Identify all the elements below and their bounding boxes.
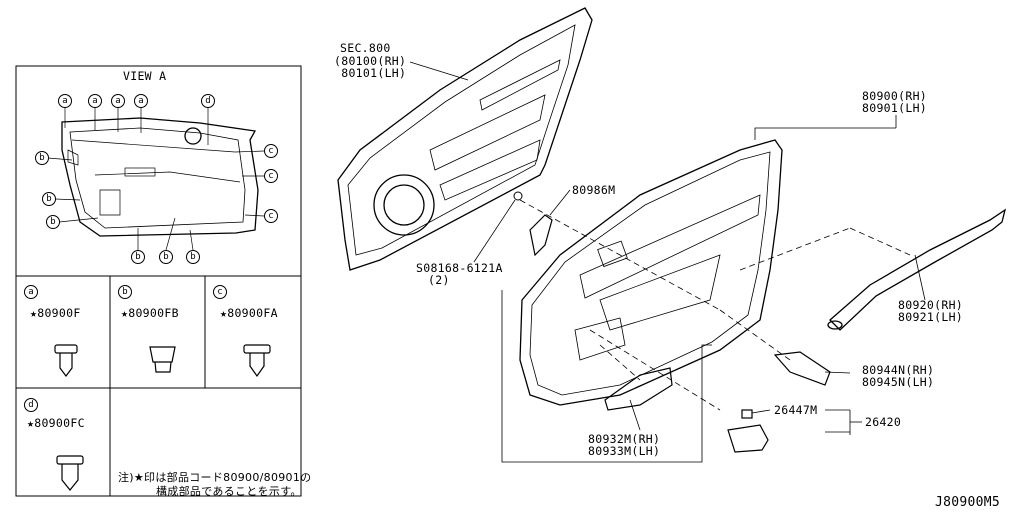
p26447m-label: 26447M xyxy=(774,403,818,417)
clip-80986m xyxy=(529,214,553,257)
p80101-lh-label: 80101(LH) xyxy=(334,66,407,80)
view-a-leaders xyxy=(47,107,265,251)
p80933m-lh-label: 80933M(LH) xyxy=(588,444,661,458)
view-a-trim-outline xyxy=(61,117,259,237)
view-a-callout-b-2: b xyxy=(42,192,56,206)
view-a-callout-c-2: c xyxy=(264,169,278,183)
screw xyxy=(513,191,523,201)
view-a-frame xyxy=(15,65,302,497)
p80944n-rh-label: 80944N(RH) xyxy=(862,363,935,377)
view-a-callout-b-6: b xyxy=(186,250,200,264)
p80901-lh-label: 80901(LH) xyxy=(862,101,928,115)
weatherstrip-molding xyxy=(827,208,1007,331)
bracket-80944n xyxy=(773,351,831,386)
clip-c-letter: c xyxy=(213,285,227,299)
screw-qty-label: (2) xyxy=(428,273,450,287)
p80986m-label: 80986M xyxy=(572,183,616,197)
clip-a-letter: a xyxy=(24,285,38,299)
clip-a-drawing xyxy=(54,344,78,377)
clip-d-part: ★80900FC xyxy=(27,416,85,430)
p80945n-lh-label: 80945N(LH) xyxy=(862,375,935,389)
p80100-rh-label: (80100(RH) xyxy=(334,54,407,68)
clip-b-letter: b xyxy=(118,285,132,299)
view-a-callout-a-1: a xyxy=(58,94,72,108)
door-trim-panel xyxy=(519,139,783,406)
p80900-rh-label: 80900(RH) xyxy=(862,89,928,103)
view-a-callout-a-4: a xyxy=(134,94,148,108)
view-a-callout-b-1: b xyxy=(35,151,49,165)
view-a-callout-c-1: c xyxy=(264,144,278,158)
diagram-id: J80900M5 xyxy=(935,495,1001,510)
sec-800-label: SEC.800 xyxy=(340,41,391,55)
view-a-callout-b-4: b xyxy=(131,250,145,264)
note-line-2: 構成部品であることを示す。 xyxy=(156,485,302,498)
p80932m-rh-label: 80932M(RH) xyxy=(588,432,661,446)
leader-lines xyxy=(473,189,926,435)
view-a-callout-d: d xyxy=(201,94,215,108)
p80921-lh-label: 80921(LH) xyxy=(898,310,964,324)
clip-b-drawing xyxy=(149,346,176,373)
clip-c-part: ★80900FA xyxy=(220,306,278,320)
note-line-1: 注)★印は部品コード80900/80901の xyxy=(118,471,312,484)
clip-a-part: ★80900F xyxy=(30,306,81,320)
view-a-callout-a-3: a xyxy=(111,94,125,108)
view-a-callout-b-5: b xyxy=(159,250,173,264)
power-window-switch xyxy=(727,409,769,453)
p26420-label: 26420 xyxy=(865,415,902,429)
view-a-callout-c-3: c xyxy=(264,209,278,223)
door-inner-panel xyxy=(337,7,593,271)
dashed-lines xyxy=(519,199,911,411)
view-a-callout-a-2: a xyxy=(88,94,102,108)
screw-label: S08168-6121A xyxy=(416,261,503,275)
clip-b-part: ★80900FB xyxy=(121,306,179,320)
clip-c-drawing xyxy=(243,344,271,378)
clip-d-letter: d xyxy=(24,398,38,412)
clip-d-drawing xyxy=(56,455,84,491)
armrest-pad xyxy=(604,367,673,411)
view-a-callout-b-3: b xyxy=(46,215,60,229)
view-a-title: VIEW A xyxy=(123,69,167,83)
trim-assembly-bracket xyxy=(501,115,897,463)
p80920-rh-label: 80920(RH) xyxy=(898,298,964,312)
